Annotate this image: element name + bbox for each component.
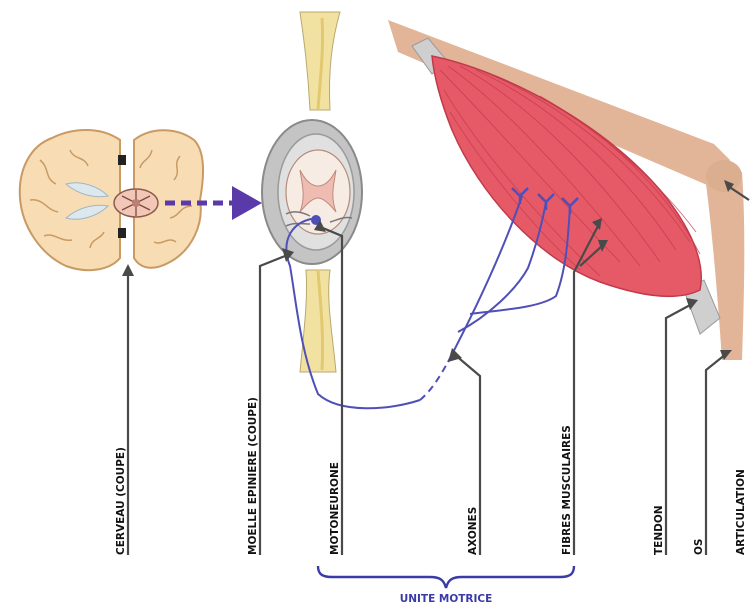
label-unite-motrice: UNITE MOTRICE xyxy=(400,593,493,605)
label-axones: AXONES xyxy=(467,507,479,555)
label-moelle-epiniere: MOELLE EPINIERE (COUPE) xyxy=(247,397,259,555)
label-motoneurone: MOTONEURONE xyxy=(329,462,341,555)
forearm-bone xyxy=(706,172,744,360)
labels: CERVEAU (COUPE) MOELLE EPINIERE (COUPE) … xyxy=(115,397,747,555)
leader-tendon xyxy=(666,304,692,555)
brain-cross-section xyxy=(20,130,203,270)
label-fibres-musculaires: FIBRES MUSCULAIRES xyxy=(561,425,573,555)
label-articulation: ARTICULATION xyxy=(735,469,747,555)
leader-moelle xyxy=(260,254,290,555)
leader-os xyxy=(706,354,726,555)
axon-main-dashed xyxy=(420,362,448,400)
unite-motrice-bracket: UNITE MOTRICE xyxy=(318,566,574,605)
curly-bracket xyxy=(318,566,574,588)
label-os: OS xyxy=(693,539,705,556)
axon-branch-1 xyxy=(448,196,522,362)
brain-stem xyxy=(114,189,158,217)
spinal-cord xyxy=(262,12,362,372)
label-tendon: TENDON xyxy=(653,505,665,555)
leader-cerveau-arrowhead xyxy=(122,264,134,276)
label-cerveau: CERVEAU (COUPE) xyxy=(115,447,127,555)
brain-notch-bottom xyxy=(118,228,126,238)
brain-notch-top xyxy=(118,155,126,165)
